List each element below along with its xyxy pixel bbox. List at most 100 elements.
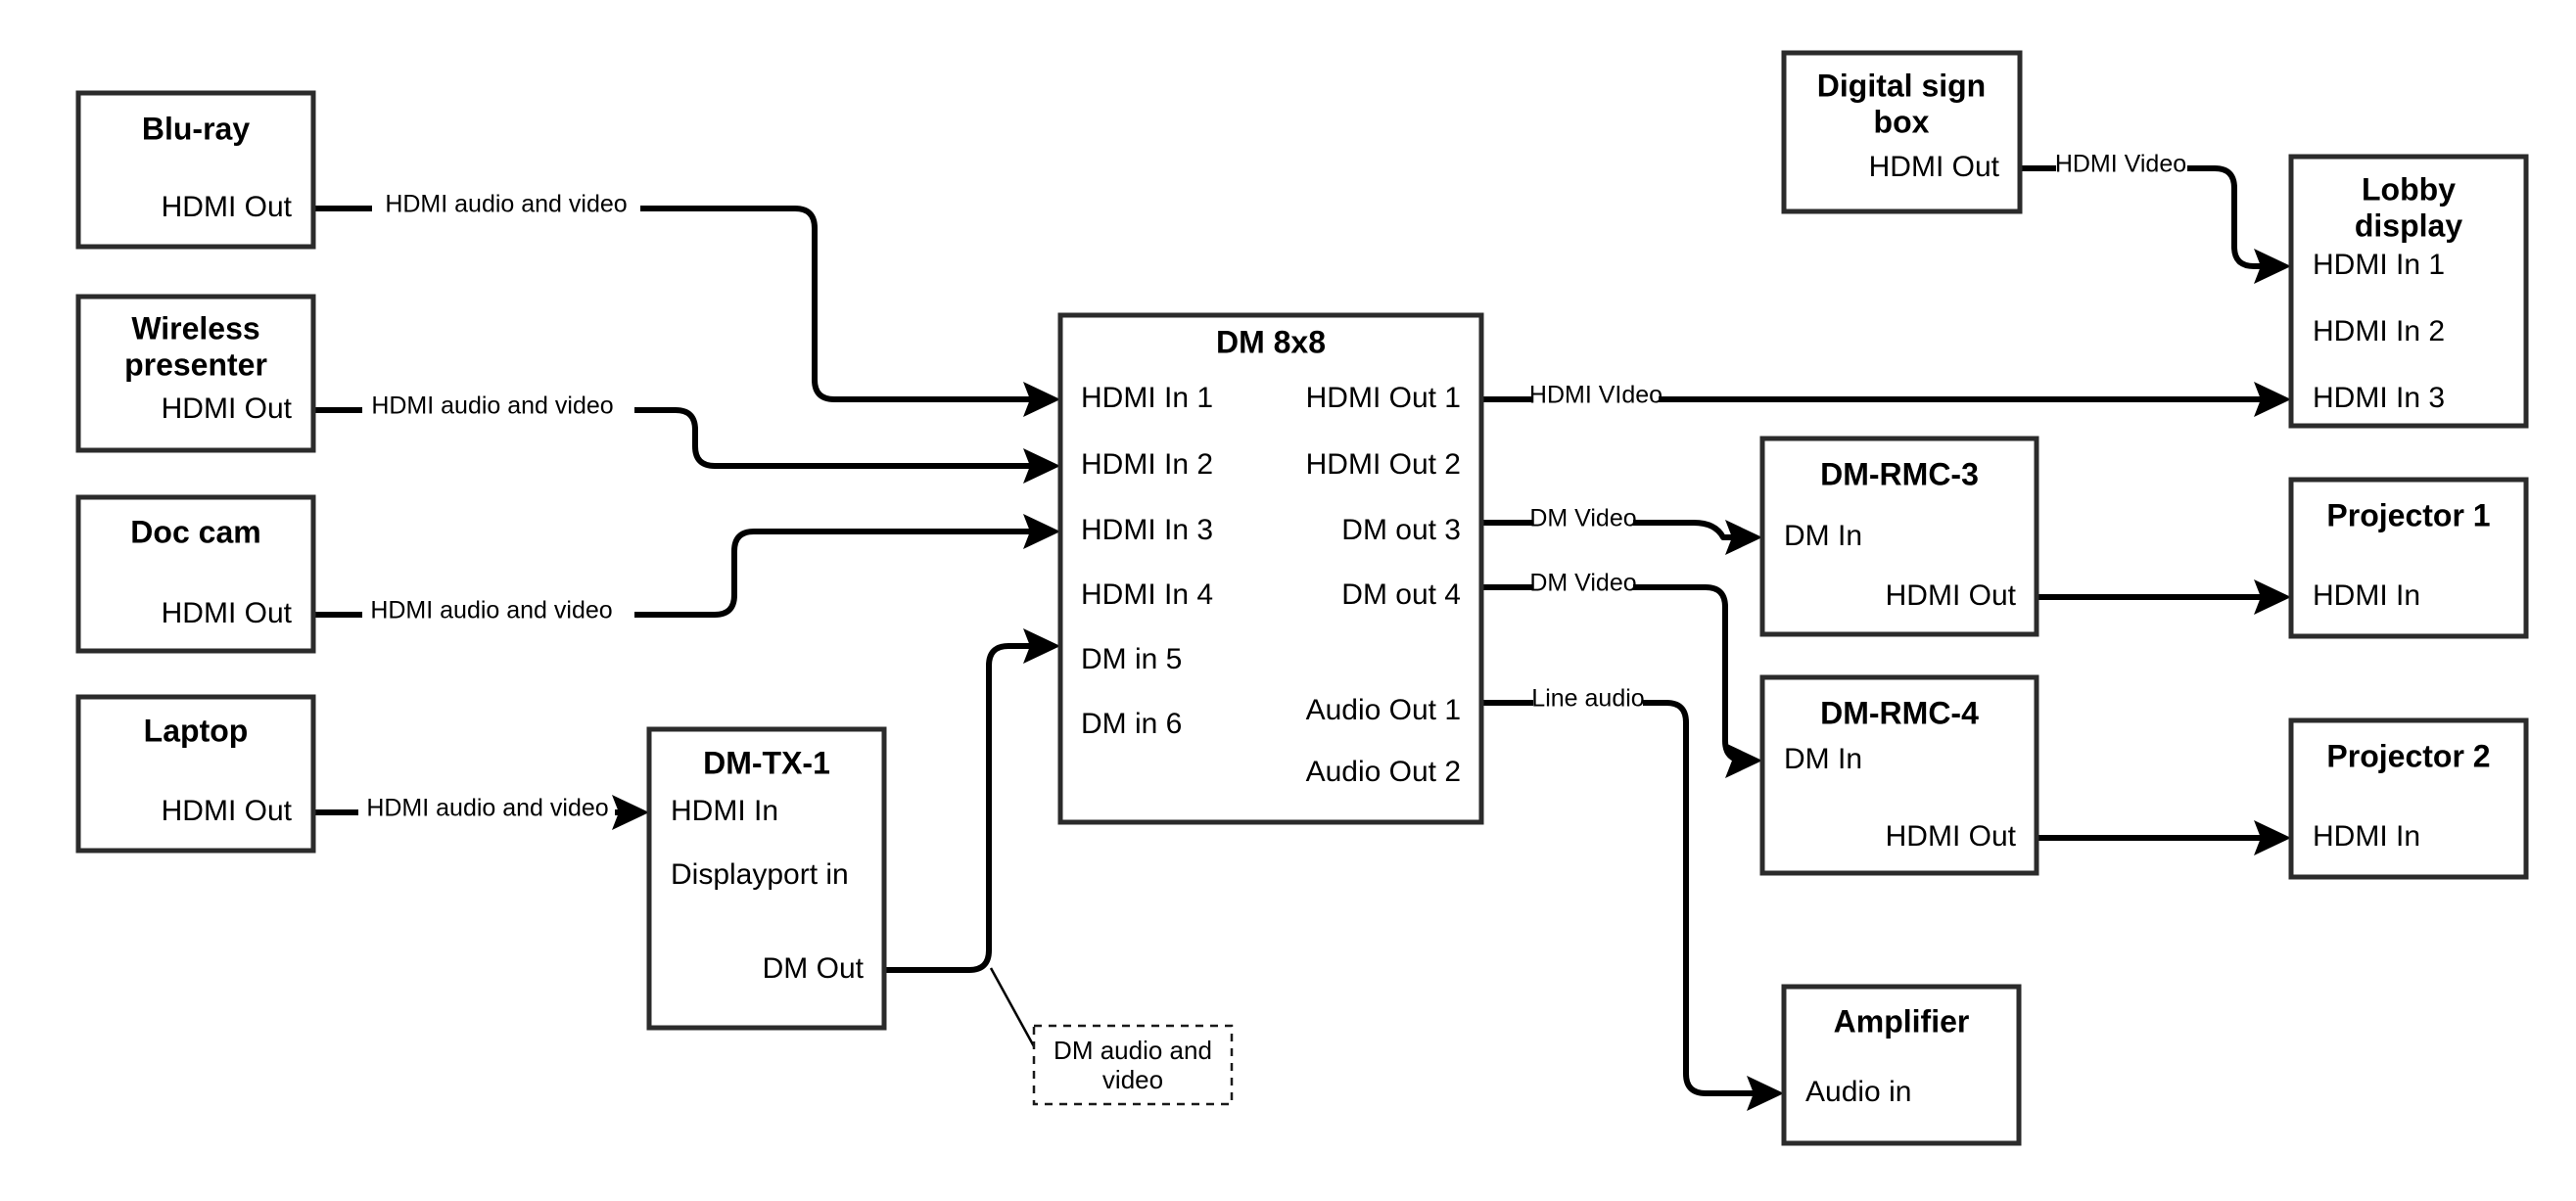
node-lobby-display-port-hdmi-in-1: HDMI In 1	[2313, 249, 2445, 281]
wire-segment	[640, 206, 1040, 402]
node-dm-8x8-input-6: DM in 6	[1081, 708, 1182, 740]
node-dm-8x8-output-5: Audio Out 1	[1306, 694, 1461, 726]
link-laptop-to-dmtx1: HDMI audio and video	[313, 795, 649, 830]
node-digital-sign-box-title-line1: Digital sign	[1817, 68, 1986, 103]
link-wireless-to-dm8x8: HDMI audio and video	[313, 393, 1060, 484]
node-wireless-presenter-box[interactable]	[75, 294, 316, 453]
node-bluray-title: Blu-ray	[142, 111, 250, 146]
link-dm8x8-out4-to-rmc4: DM Video	[1481, 570, 1762, 778]
wire-segment	[634, 529, 1040, 618]
link-dm8x8-audio-to-amplifier: Line audio	[1481, 685, 1784, 1111]
link-label-dm-video-4: DM Video	[1529, 570, 1636, 597]
node-wireless-presenter[interactable]: Wireless presenter HDMI Out	[75, 294, 316, 453]
link-dm8x8-out3-to-rmc3: DM Video	[1481, 505, 1762, 555]
link-label-line-audio: Line audio	[1531, 685, 1644, 713]
link-label-hdmi-video-sign: HDMI Video	[2055, 151, 2186, 178]
link-rmc3-to-projector1	[2037, 579, 2291, 615]
arrowhead-icon	[1725, 520, 1762, 555]
node-dm-8x8[interactable]: DM 8x8 HDMI In 1 HDMI In 2 HDMI In 3 HDM…	[1057, 312, 1484, 825]
node-lobby-display-port-hdmi-in-2: HDMI In 2	[2313, 315, 2445, 347]
node-projector-2[interactable]: Projector 2 HDMI In	[2288, 717, 2529, 880]
arrowhead-icon	[1023, 448, 1060, 484]
note-dm-audio-and-video-line1: DM audio and	[1054, 1036, 1212, 1065]
note-leader-line	[989, 967, 1042, 1058]
node-dm-rmc-3[interactable]: DM-RMC-3 DM In HDMI Out	[1759, 436, 2039, 637]
node-dm-8x8-input-4: HDMI In 4	[1081, 578, 1213, 611]
node-bluray-box[interactable]	[75, 90, 316, 250]
node-dm-rmc-4[interactable]: DM-RMC-4 DM In HDMI Out	[1759, 674, 2039, 876]
node-doc-cam-title: Doc cam	[130, 514, 260, 549]
link-dmtx1-to-dm8x8	[884, 628, 1060, 1058]
node-dm-rmc-4-port-hdmi-out: HDMI Out	[1886, 820, 2017, 853]
node-laptop-port-hdmi-out: HDMI Out	[162, 795, 293, 827]
node-projector-1[interactable]: Projector 1 HDMI In	[2288, 477, 2529, 639]
node-dm-8x8-output-1: HDMI Out 1	[1306, 382, 1461, 414]
wire-segment	[1633, 520, 1743, 540]
arrowhead-icon	[1023, 382, 1060, 417]
node-dm-tx-1-port-hdmi-in: HDMI In	[671, 795, 778, 827]
node-projector-2-title: Projector 2	[2326, 738, 2490, 773]
node-projector-2-box[interactable]	[2288, 717, 2529, 880]
node-lobby-display-box[interactable]	[2288, 154, 2529, 429]
node-dm-rmc-4-box[interactable]	[1759, 674, 2039, 876]
node-bluray[interactable]: Blu-ray HDMI Out	[75, 90, 316, 250]
node-wireless-presenter-title-line2: presenter	[124, 346, 267, 382]
wire-segment	[1643, 700, 1764, 1096]
node-digital-sign-box-box[interactable]	[1781, 50, 2023, 214]
link-label-doccam: HDMI audio and video	[370, 597, 612, 624]
link-bluray-to-dm8x8: HDMI audio and video	[313, 191, 1060, 417]
node-bluray-port-hdmi-out: HDMI Out	[162, 191, 293, 223]
node-dm-8x8-input-5: DM in 5	[1081, 643, 1182, 675]
node-dm-8x8-box[interactable]	[1057, 312, 1484, 825]
arrowhead-icon	[1725, 743, 1762, 778]
link-label-dm-hdmi-video: HDMI VIdeo	[1529, 382, 1663, 409]
link-label-wireless: HDMI audio and video	[371, 393, 613, 420]
node-projector-1-box[interactable]	[2288, 477, 2529, 639]
node-dm-8x8-title: DM 8x8	[1216, 324, 1326, 359]
node-lobby-display-title-line2: display	[2355, 208, 2462, 243]
node-dm-8x8-output-6: Audio Out 2	[1306, 756, 1461, 788]
link-label-laptop: HDMI audio and video	[366, 795, 608, 822]
wire-segment	[2187, 165, 2270, 269]
arrowhead-icon	[2254, 579, 2291, 615]
node-dm-rmc-3-box[interactable]	[1759, 436, 2039, 637]
arrowhead-icon	[612, 795, 649, 830]
node-projector-2-port-hdmi-in: HDMI In	[2313, 820, 2420, 853]
node-dm-rmc-4-port-dm-in: DM In	[1784, 743, 1862, 775]
node-lobby-display-port-hdmi-in-3: HDMI In 3	[2313, 382, 2445, 414]
node-laptop-box[interactable]	[75, 694, 316, 854]
node-dm-rmc-3-port-dm-in: DM In	[1784, 520, 1862, 552]
node-doc-cam[interactable]: Doc cam HDMI Out	[75, 494, 316, 654]
node-amplifier-port-audio-in: Audio in	[1805, 1076, 1911, 1108]
node-amplifier[interactable]: Amplifier Audio in	[1781, 984, 2022, 1146]
node-dm-tx-1-box[interactable]	[646, 726, 887, 1031]
node-dm-8x8-input-2: HDMI In 2	[1081, 448, 1213, 481]
node-digital-sign-box[interactable]: Digital sign box HDMI Out	[1781, 50, 2023, 214]
node-lobby-display-title-line1: Lobby	[2362, 171, 2456, 207]
link-label-dm-video-3: DM Video	[1529, 505, 1636, 532]
node-dm-8x8-input-3: HDMI In 3	[1081, 514, 1213, 546]
arrowhead-icon	[1023, 628, 1060, 664]
node-dm-tx-1-port-displayport-in: Displayport in	[671, 858, 849, 891]
node-amplifier-title: Amplifier	[1834, 1003, 1970, 1039]
arrowhead-icon	[2254, 249, 2291, 284]
node-dm-8x8-output-4: DM out 4	[1341, 578, 1461, 611]
arrowhead-icon	[2254, 820, 2291, 855]
wire-segment	[634, 407, 1040, 469]
node-dm-tx-1-title: DM-TX-1	[703, 745, 830, 780]
node-projector-1-port-hdmi-in: HDMI In	[2313, 579, 2420, 612]
node-dm-8x8-output-3: DM out 3	[1341, 514, 1461, 546]
node-lobby-display[interactable]: Lobby display HDMI In 1 HDMI In 2 HDMI I…	[2288, 154, 2529, 429]
note-dm-audio-and-video: DM audio and video	[1032, 1024, 1234, 1106]
node-dm-rmc-4-title: DM-RMC-4	[1820, 695, 1979, 730]
node-doc-cam-port-hdmi-out: HDMI Out	[162, 597, 293, 629]
link-dm8x8-out1-to-lobby: HDMI VIdeo	[1481, 382, 2291, 417]
arrowhead-icon	[1023, 514, 1060, 549]
node-amplifier-box[interactable]	[1781, 984, 2022, 1146]
node-dm-rmc-3-port-hdmi-out: HDMI Out	[1886, 579, 2017, 612]
node-digital-sign-box-title-line2: box	[1874, 104, 1930, 139]
node-doc-cam-box[interactable]	[75, 494, 316, 654]
node-laptop[interactable]: Laptop HDMI Out	[75, 694, 316, 854]
node-dm-tx-1[interactable]: DM-TX-1 HDMI In Displayport in DM Out	[646, 726, 887, 1031]
